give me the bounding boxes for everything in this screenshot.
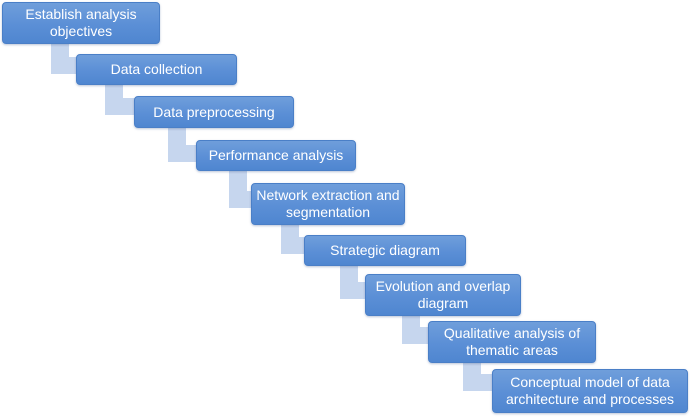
step-qualitative-analysis-of-thematic-areas: Qualitative analysis of thematic areas xyxy=(428,321,596,363)
step-data-preprocessing: Data preprocessing xyxy=(134,96,294,128)
connector-7-8-horizontal xyxy=(402,327,434,344)
step-network-extraction-and-segmentation: Network extraction and segmentation xyxy=(251,183,405,225)
step-label: Performance analysis xyxy=(208,147,344,163)
step-conceptual-model-of-data-architecture-and-processes: Conceptual model of data architecture an… xyxy=(492,369,688,413)
connector-5-6-horizontal xyxy=(281,237,311,254)
step-label: Network extraction and segmentation xyxy=(256,187,400,220)
step-establish-analysis-objectives: Establish analysis objectives xyxy=(2,2,160,44)
connector-8-9-horizontal xyxy=(463,374,497,391)
connector-2-3-horizontal xyxy=(105,98,139,115)
step-label: Strategic diagram xyxy=(330,242,440,258)
step-label: Data collection xyxy=(110,61,203,77)
step-label: Conceptual model of data architecture an… xyxy=(505,374,675,407)
step-strategic-diagram: Strategic diagram xyxy=(304,235,466,266)
step-performance-analysis: Performance analysis xyxy=(196,140,356,171)
step-evolution-and-overlap-diagram: Evolution and overlap diagram xyxy=(365,274,521,316)
step-label: Qualitative analysis of thematic areas xyxy=(443,325,581,358)
step-label: Data preprocessing xyxy=(153,103,275,120)
connector-6-7-horizontal xyxy=(340,282,370,299)
step-label: Evolution and overlap diagram xyxy=(375,278,511,311)
connector-3-4-horizontal xyxy=(168,145,204,162)
step-data-collection: Data collection xyxy=(76,54,237,85)
step-label: Establish analysis objectives xyxy=(25,6,137,39)
